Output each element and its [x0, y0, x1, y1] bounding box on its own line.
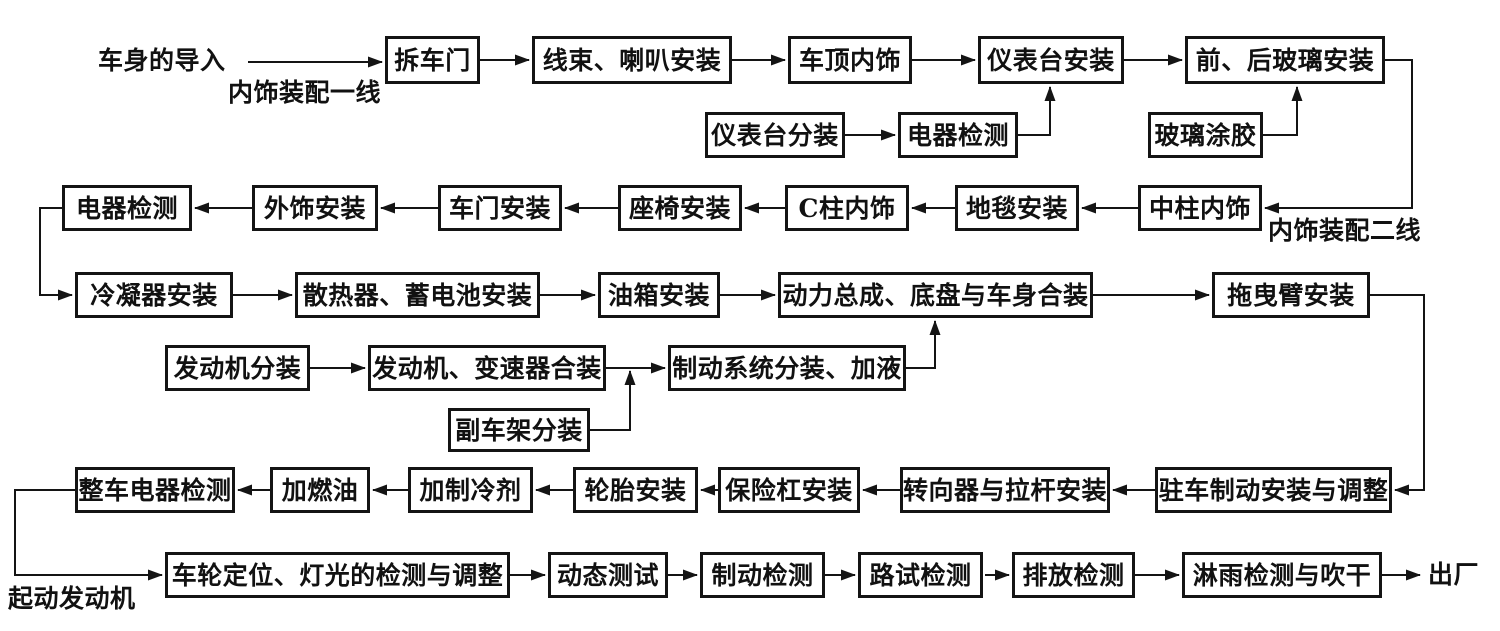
node-remove-doors: 拆车门	[385, 36, 480, 84]
node-engine-subassembly: 发动机分装	[165, 345, 310, 391]
node-parking-brake-install-adjust: 驻车制动安装与调整	[1155, 467, 1392, 513]
node-refrigerant-fill: 加制冷剂	[408, 467, 533, 513]
label-body-import: 车身的导入	[98, 46, 226, 75]
node-engine-transmission-marriage: 发动机、变速器合装	[368, 345, 606, 391]
node-carpet-install: 地毯安装	[955, 185, 1079, 231]
node-brake-test: 制动检测	[700, 552, 825, 598]
node-dashboard-subassembly: 仪表台分装	[705, 112, 845, 158]
node-dynamic-test: 动态测试	[548, 552, 668, 598]
node-radiator-battery-install: 散热器、蓄电池安装	[295, 272, 540, 318]
node-front-rear-glass-install: 前、后玻璃安装	[1185, 36, 1385, 84]
node-harness-horn-install: 线束、喇叭安装	[532, 36, 732, 84]
node-electrical-test-line2: 电器检测	[62, 185, 192, 231]
node-door-install: 车门安装	[438, 185, 562, 231]
label-trim-line-2: 内饰装配二线	[1268, 216, 1422, 245]
node-bumper-install: 保险杠安装	[718, 467, 860, 513]
node-tire-install: 轮胎安装	[573, 467, 698, 513]
node-road-test: 路试检测	[858, 552, 983, 598]
node-rain-test-dry: 淋雨检测与吹干	[1182, 552, 1382, 598]
node-exterior-trim-install: 外饰安装	[252, 185, 378, 231]
arrow-gluing-glass	[1263, 86, 1303, 136]
node-roof-trim: 车顶内饰	[788, 36, 912, 84]
node-fueling: 加燃油	[270, 467, 370, 513]
node-subframe-subassembly: 副车架分装	[448, 408, 590, 452]
label-factory-out: 出厂	[1428, 560, 1480, 589]
node-fuel-tank-install: 油箱安装	[598, 272, 720, 318]
node-c-pillar-trim: C柱内饰	[785, 185, 909, 231]
label-trim-line-1: 内饰装配一线	[228, 78, 382, 107]
node-dashboard-install: 仪表台安装	[978, 36, 1124, 84]
node-seat-install: 座椅安装	[618, 185, 742, 231]
arrow-trailingarm-parkingbrake	[1370, 294, 1425, 496]
node-glass-gluing: 玻璃涂胶	[1148, 112, 1263, 158]
arrow-glass-centerpillar	[1264, 59, 1413, 214]
node-trailing-arm-install: 拖曳臂安装	[1212, 272, 1370, 318]
node-wheel-alignment-light-check: 车轮定位、灯光的检测与调整	[165, 552, 510, 598]
arrow-subframe-brakesysline	[590, 370, 636, 431]
arrow-vehicletest-alignment	[14, 489, 163, 581]
label-engine-start: 起动发动机	[8, 584, 136, 613]
arrow-brakesys-powertrain	[906, 320, 941, 369]
node-center-pillar-trim: 中柱内饰	[1138, 185, 1262, 231]
node-electrical-test-sub: 电器检测	[898, 112, 1018, 158]
node-vehicle-electrical-test: 整车电器检测	[75, 467, 235, 513]
arrow-electest-dashboard	[1018, 86, 1056, 136]
node-powertrain-chassis-body-marriage: 动力总成、底盘与车身合装	[778, 272, 1093, 318]
node-condenser-install: 冷凝器安装	[75, 272, 233, 318]
node-brake-system-subassembly-fill: 制动系统分装、加液	[668, 345, 906, 391]
arrow-electest2-condenser	[39, 207, 73, 301]
node-emission-test: 排放检测	[1012, 552, 1135, 598]
node-steering-tie-rod-install: 转向器与拉杆安装	[900, 467, 1110, 513]
